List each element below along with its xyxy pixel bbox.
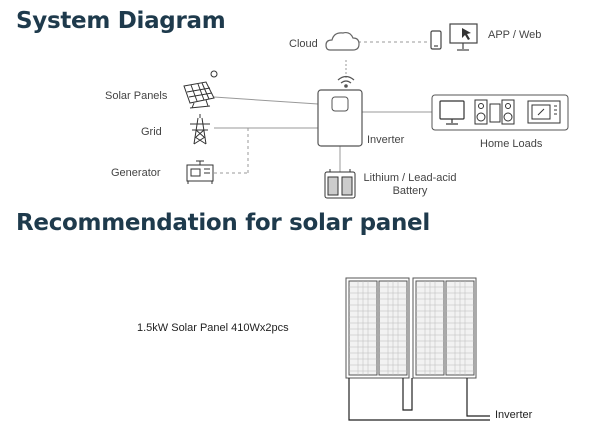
panel-spec-caption: 1.5kW Solar Panel 410Wx2pcs: [137, 322, 289, 334]
inverter-label: Inverter: [367, 134, 405, 146]
inverter-icon: [317, 89, 363, 147]
system-diagram-title: System Diagram: [16, 8, 226, 34]
connection-lines: [213, 41, 432, 174]
panel-cell-grid: [349, 281, 474, 375]
battery-label-line2: Battery: [392, 185, 428, 197]
generator-label: Generator: [111, 167, 161, 179]
solar-panels-label: Solar Panels: [105, 90, 168, 102]
grid-label: Grid: [141, 126, 162, 138]
cloud-icon: [325, 31, 360, 51]
battery-icon: [324, 169, 356, 199]
panel-wiring: [348, 378, 490, 421]
solar-link: [213, 96, 319, 105]
speaker-icon: [474, 99, 515, 125]
panel-inverter-label: Inverter: [495, 409, 533, 421]
home-loads-label: Home Loads: [480, 138, 543, 150]
generator-icon: [186, 160, 214, 184]
phone-icon: [430, 30, 442, 50]
solar-panel-array: [345, 277, 490, 421]
tv-icon: [439, 100, 465, 125]
solar-panel-icon: [183, 70, 218, 109]
grid-tower-icon: [190, 114, 210, 145]
wifi-icon: [337, 75, 355, 88]
microwave-icon: [527, 100, 561, 124]
app-web-label: APP / Web: [488, 29, 542, 41]
battery-label-line1: Lithium / Lead-acid: [363, 172, 457, 184]
cloud-label: Cloud: [289, 38, 318, 50]
monitor-cursor-icon: [449, 23, 478, 51]
recommendation-title: Recommendation for solar panel: [16, 210, 430, 236]
